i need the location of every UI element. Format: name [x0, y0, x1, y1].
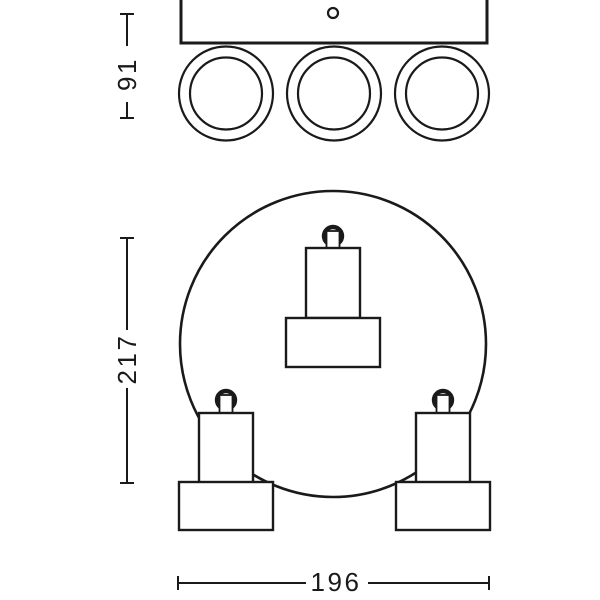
- spot-left-head: [177, 480, 275, 532]
- spot-right-head: [394, 480, 492, 532]
- spot-left-bracket-stem: [218, 394, 234, 415]
- plate-side-rect: [179, 0, 489, 45]
- spot-right-body: [414, 411, 472, 485]
- spot-ring-right: [393, 45, 491, 142]
- spot-ring-left-inner-circle: [188, 56, 264, 131]
- dim-label-front-height: 217: [112, 334, 142, 385]
- side-view: [177, 0, 491, 142]
- spot-top-head: [284, 316, 382, 369]
- dimension-front-height: 217: [112, 237, 142, 484]
- dim-label-front-width: 196: [311, 567, 362, 597]
- spot-ring-right-inner-circle: [404, 56, 480, 131]
- spot-ring-center-outer-circle: [285, 45, 383, 142]
- dimension-side-height: 91: [112, 13, 142, 119]
- spot-ring-center: [285, 45, 383, 142]
- spot-right-bracket-stem: [435, 394, 451, 415]
- spot-left-body: [197, 411, 255, 485]
- front-view: [177, 189, 492, 532]
- dimension-front-width: 196: [177, 567, 490, 597]
- mounting-hole: [326, 6, 340, 20]
- spot-ring-left-outer-circle: [177, 45, 275, 142]
- spot-top-body: [304, 246, 362, 320]
- spot-right: [394, 388, 492, 532]
- spot-ring-right-outer-circle: [393, 45, 491, 142]
- spot-left: [177, 388, 275, 532]
- spot-ring-center-inner-circle: [296, 56, 372, 131]
- spot-top: [284, 224, 382, 369]
- spot-ring-left: [177, 45, 275, 142]
- spot-top-bracket-stem: [325, 230, 341, 250]
- dim-label-side-height: 91: [112, 57, 142, 91]
